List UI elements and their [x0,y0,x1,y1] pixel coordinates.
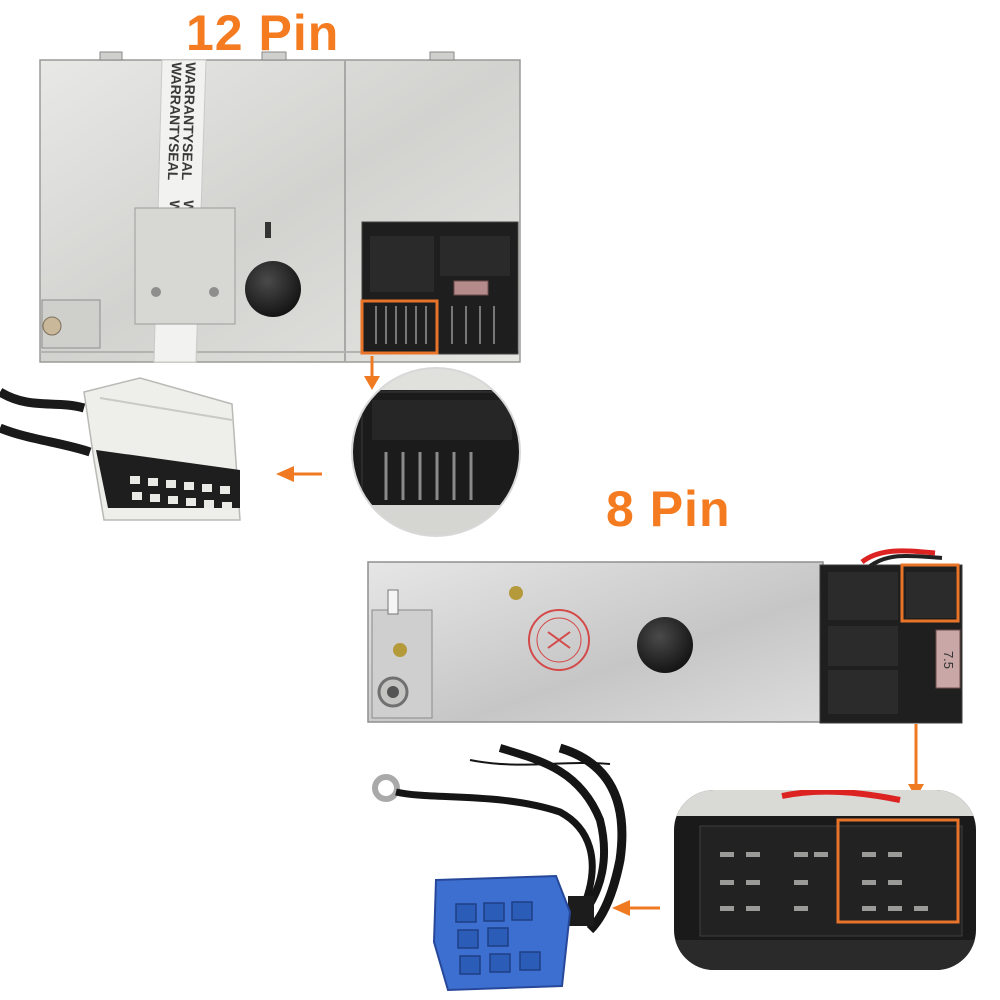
bottom-radio-unit: 7.5 [367,548,963,724]
label-8-pin: 8 Pin [606,481,731,537]
bottom-rear-connector: 7.5 [819,563,963,724]
arrow-down-8pin [908,724,924,798]
highlight-box-8pin-zoom [836,818,960,924]
red-quality-stamp [528,609,590,671]
arrow-left-8pin [612,900,660,916]
bottom-radio-knob [637,617,693,673]
highlight-box-8pin [900,563,960,623]
arrow-down-12pin [364,356,380,390]
zoom-8pin-socket [674,790,976,970]
label-12-pin: 12 Pin [186,5,340,61]
arrow-left-12pin [276,466,322,482]
blue-8pin-plug [372,743,627,992]
ring-terminal [372,774,400,802]
zoom-12pin-socket [351,367,521,537]
seal-text-1: WARRANTYSEAL [165,62,185,181]
top-radio-unit: WARRANTYSEAL WARRANTYSEAL WARRANTYSEAL W… [39,51,521,363]
radio-knob [245,261,301,317]
seal-text-2: WARRANTYSEAL [179,62,199,181]
highlight-box-12pin [360,299,439,355]
white-12pin-plug [0,377,241,521]
top-rear-connector [360,221,519,355]
fuse-label: 7.5 [941,651,956,669]
